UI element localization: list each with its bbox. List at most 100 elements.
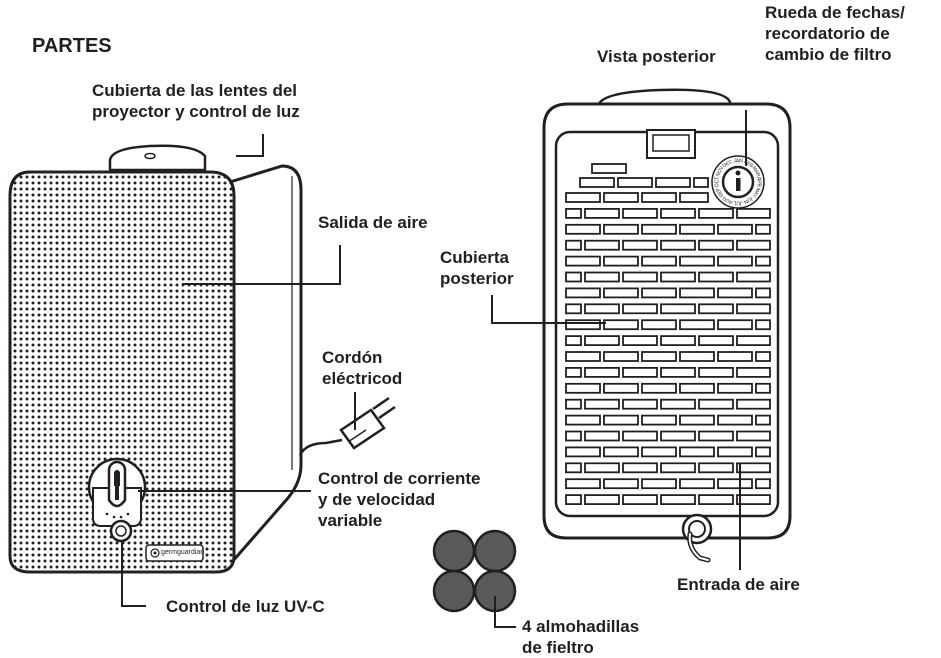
brand-name: germguardian <box>161 549 205 556</box>
felt-pad <box>432 569 476 613</box>
grille-slot <box>603 255 639 267</box>
grille-slot <box>565 430 582 442</box>
uvc-light-button[interactable] <box>109 519 133 543</box>
grille-slot <box>591 163 627 174</box>
grille-slot <box>584 398 620 410</box>
label-date-wheel-line-2: recordatorio de <box>765 24 890 43</box>
label-date-wheel-line-3: cambio de filtro <box>765 45 892 64</box>
grille-slot <box>736 494 771 506</box>
felt-pad <box>473 529 517 573</box>
grille-slot <box>622 335 658 347</box>
grille-slot <box>755 319 771 331</box>
month-label: MAY <box>750 186 761 199</box>
grille-slot <box>660 398 696 410</box>
grille-slot <box>679 223 715 235</box>
grille-slot <box>660 335 696 347</box>
grille-slot <box>584 462 620 474</box>
label-lens-cover: Cubierta de las lentes del proyector y c… <box>92 80 300 122</box>
grille-slot <box>565 287 601 299</box>
label-rear-view: Vista posterior <box>597 47 716 66</box>
grille-slot <box>565 462 582 474</box>
grille-slot <box>603 192 639 203</box>
front-grille <box>8 170 236 574</box>
brand-badge <box>145 544 204 562</box>
grille-slot <box>736 430 771 442</box>
grille-slot <box>693 177 709 188</box>
lens-cover <box>108 144 207 172</box>
grille-slot <box>698 398 734 410</box>
grille-slot <box>660 239 696 251</box>
grille-slot <box>603 351 639 362</box>
grille-slot <box>755 255 771 267</box>
month-label: JUN <box>742 195 754 205</box>
month-label: DEC <box>722 159 734 170</box>
grille-slot <box>584 239 620 251</box>
grille-slot <box>565 335 582 347</box>
grille-slot <box>698 430 734 442</box>
leader-air-outlet <box>182 245 341 285</box>
grille-slot <box>736 462 771 474</box>
grille-slot <box>622 366 658 378</box>
grille-slot <box>698 303 734 315</box>
grille-slot <box>603 414 639 426</box>
label-uvc-control: Control de luz UV-C <box>166 597 325 616</box>
power-speed-dial[interactable] <box>87 457 147 527</box>
label-lens-cover-line-2: proyector y control de luz <box>92 102 300 121</box>
grille-slot <box>584 303 620 315</box>
grille-slot <box>698 366 734 378</box>
label-back-cover-line-2: posterior <box>440 269 514 288</box>
grille-slot <box>736 207 771 219</box>
grille-slot <box>584 335 620 347</box>
grille-slot <box>679 351 715 362</box>
grille-slot <box>641 414 677 426</box>
grille-slot <box>584 366 620 378</box>
grille-slot <box>755 382 771 394</box>
grille-slot <box>679 192 709 203</box>
label-power-cord-line-2: eléctricod <box>322 369 403 388</box>
grille-slot <box>679 446 715 458</box>
grille-slot <box>565 398 582 410</box>
grille-slot <box>698 239 734 251</box>
leader-lens-cover <box>236 134 264 157</box>
grille-slot <box>755 414 771 426</box>
grille-slot <box>755 287 771 299</box>
grille-slot <box>717 478 753 490</box>
grille-slot <box>622 207 658 219</box>
grille-slot <box>717 255 753 267</box>
grille-slot <box>660 430 696 442</box>
grille-slot <box>565 192 601 203</box>
grille-slot <box>565 351 601 362</box>
grille-slot <box>755 478 771 490</box>
grille-slot <box>679 255 715 267</box>
label-felt-pads-line-2: de fieltro <box>522 638 594 657</box>
grille-slot <box>565 366 582 378</box>
grille-slot <box>698 462 734 474</box>
label-date-wheel: Rueda de fechas/ recordatorio de cambio … <box>765 2 905 65</box>
grille-slot <box>679 287 715 299</box>
grille-slot <box>641 351 677 362</box>
grille-slot <box>660 366 696 378</box>
grille-slot <box>736 303 771 315</box>
grille-slot <box>660 207 696 219</box>
grille-slot <box>565 446 601 458</box>
grille-slot <box>565 207 582 219</box>
grille-slot <box>736 366 771 378</box>
front-leader-lines <box>121 134 356 607</box>
front-unit <box>8 144 396 574</box>
grille-slot <box>565 494 582 506</box>
grille-slot <box>622 462 658 474</box>
back-grille-slots <box>565 163 771 506</box>
grille-slot <box>736 239 771 251</box>
grille-slot <box>603 478 639 490</box>
grille-slot <box>565 239 582 251</box>
month-label: OCT <box>714 177 720 188</box>
label-lens-cover-line-1: Cubierta de las lentes del <box>92 81 298 100</box>
grille-slot <box>736 398 771 410</box>
grille-slot <box>622 303 658 315</box>
grille-slot <box>641 478 677 490</box>
grille-slot <box>679 319 715 331</box>
month-label: JAN <box>733 158 743 164</box>
